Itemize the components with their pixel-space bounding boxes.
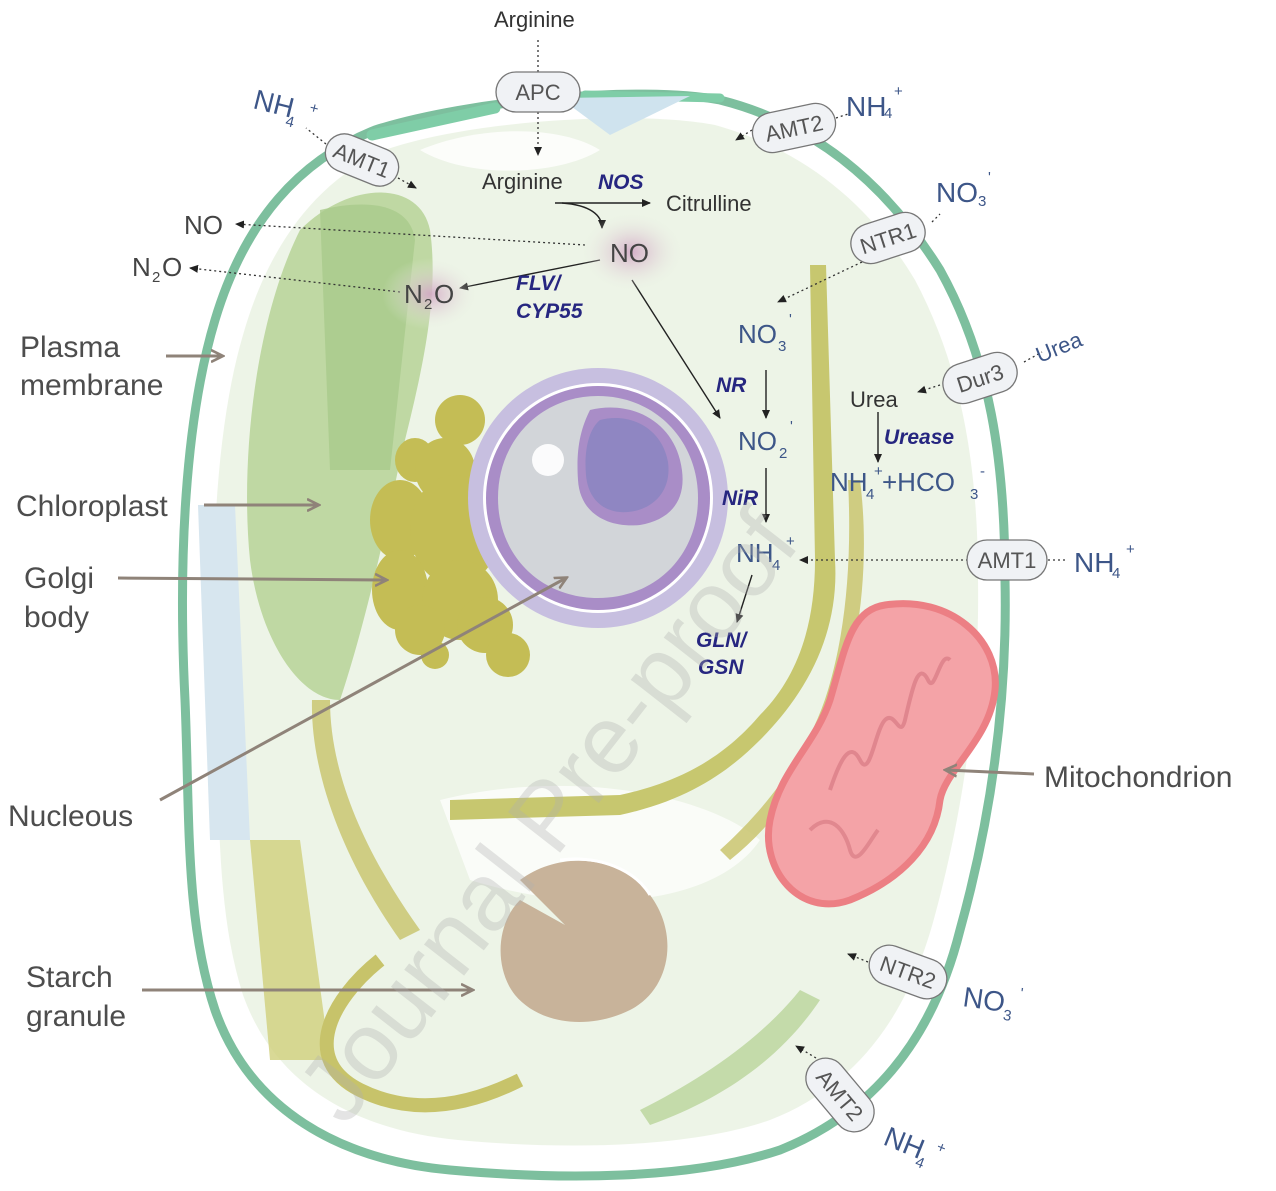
no-outside: NO xyxy=(184,210,223,240)
mitochondrion-label: Mitochondrion xyxy=(1044,761,1232,794)
svg-text:NO: NO xyxy=(936,177,978,208)
svg-text:3: 3 xyxy=(978,193,986,210)
nucleous-label: Nucleous xyxy=(8,800,133,833)
golgi-label-1: Golgi xyxy=(24,562,94,595)
svg-text:3: 3 xyxy=(778,338,786,355)
amt1-right-label: AMT1 xyxy=(978,548,1037,573)
svg-text:NH: NH xyxy=(1074,547,1114,578)
no-center: NO xyxy=(610,238,649,268)
svg-text:N: N xyxy=(132,252,151,282)
svg-text:O: O xyxy=(162,252,182,282)
n2o-glow xyxy=(382,258,478,330)
svg-text:NO: NO xyxy=(738,426,777,456)
svg-text:': ' xyxy=(790,418,793,435)
enzyme-flv-1: FLV/ xyxy=(516,272,563,295)
nh4-bottom: NH 4 + xyxy=(878,1119,949,1178)
no3-outside-top: NO 3 ' xyxy=(936,169,991,210)
arginine-outside: Arginine xyxy=(494,7,575,32)
apc-label: APC xyxy=(515,80,560,105)
enzyme-nos: NOS xyxy=(598,171,644,194)
svg-text:+HCO: +HCO xyxy=(882,467,955,497)
svg-text:+: + xyxy=(894,83,903,100)
nh4-top-right: NH 4 + xyxy=(846,83,903,122)
transporter-amt1-right: AMT1 xyxy=(967,540,1047,580)
svg-text:': ' xyxy=(988,169,991,186)
svg-text:3: 3 xyxy=(970,486,978,503)
svg-text:': ' xyxy=(1019,985,1024,1002)
svg-text:': ' xyxy=(789,311,792,328)
urea-outside: Urea xyxy=(1032,326,1086,367)
svg-text:2: 2 xyxy=(779,445,787,462)
svg-text:N: N xyxy=(404,279,423,309)
enzyme-flv-2: CYP55 xyxy=(516,300,583,323)
svg-text:O: O xyxy=(434,279,454,309)
svg-text:NH: NH xyxy=(846,91,886,122)
svg-text:3: 3 xyxy=(1002,1007,1013,1025)
nh4-right-outside: NH 4 + xyxy=(1074,541,1135,582)
citrulline: Citrulline xyxy=(666,191,752,216)
enzyme-nr: NR xyxy=(716,374,747,397)
urea-inside: Urea xyxy=(850,387,898,412)
transporter-apc: APC xyxy=(496,72,580,112)
svg-text:4: 4 xyxy=(1112,565,1120,582)
starch-label-2: granule xyxy=(26,1000,126,1033)
svg-text:-: - xyxy=(980,463,985,480)
svg-text:NO: NO xyxy=(738,319,777,349)
n2o-outside: N 2 O xyxy=(132,252,182,286)
svg-text:+: + xyxy=(934,1138,949,1157)
svg-text:NO: NO xyxy=(961,981,1007,1018)
nh4-top-left: NH 4 + xyxy=(249,84,321,137)
starch-label-1: Starch xyxy=(26,961,113,994)
chloroplast-label: Chloroplast xyxy=(16,490,168,523)
no3-bottom-right: NO 3 ' xyxy=(960,977,1024,1026)
arginine-inside: Arginine xyxy=(482,169,563,194)
svg-text:NH: NH xyxy=(830,467,868,497)
svg-text:+: + xyxy=(308,99,321,118)
svg-text:4: 4 xyxy=(884,105,892,122)
svg-text:4: 4 xyxy=(866,486,874,503)
golgi-label-2: body xyxy=(24,601,89,634)
svg-text:2: 2 xyxy=(424,296,432,313)
plasma-membrane-label-2: membrane xyxy=(20,369,163,402)
svg-text:2: 2 xyxy=(152,269,160,286)
enzyme-urease: Urease xyxy=(884,426,954,449)
svg-text:+: + xyxy=(1126,541,1135,558)
plasma-membrane-label-1: Plasma xyxy=(20,331,120,364)
